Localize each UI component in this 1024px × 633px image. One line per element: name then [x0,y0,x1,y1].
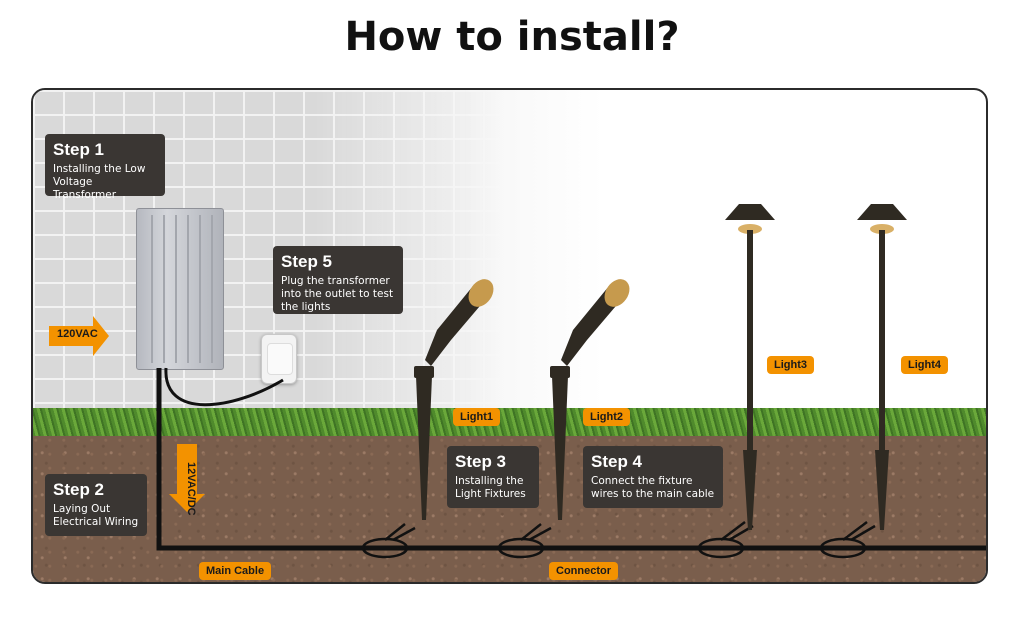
step-1-text: Installing the Low Voltage Transformer [53,163,146,201]
step-2-heading: Step 2 [53,480,105,499]
step-3-box: Step 3 Installing the Light Fixtures [447,446,539,508]
output-voltage-label: 12VAC/DC [185,462,197,516]
light1-label: Light1 [453,408,500,426]
page-title: How to install? [344,14,680,60]
step-5-text: Plug the transformer into the outlet to … [281,275,394,313]
step-1-heading: Step 1 [53,140,105,159]
wall-outlet [261,334,297,384]
main-cable-label: Main Cable [199,562,272,580]
step-4-text: Connect the fixture wires to the main ca… [591,475,715,500]
light3-label: Light3 [767,356,814,374]
connector-label: Connector [549,562,618,580]
step-4-box: Step 4 Connect the fixture wires to the … [583,446,723,508]
wiring-and-fixtures [49,204,986,559]
step-3-text: Installing the Light Fixtures [455,475,526,500]
install-scene: 120VAC 12VAC/DC Step 1 Installing the Lo… [31,88,988,584]
step-5-heading: Step 5 [281,252,333,271]
transformer-unit [136,208,224,370]
step-2-text: Laying Out Electrical Wiring [53,503,139,528]
input-voltage-label: 120VAC [57,328,98,340]
main-cable-line [156,368,986,551]
step-2-box: Step 2 Laying Out Electrical Wiring [45,474,147,536]
step-3-heading: Step 3 [455,452,507,471]
light2-label: Light2 [583,408,630,426]
step-1-box: Step 1 Installing the Low Voltage Transf… [45,134,165,201]
step-4-heading: Step 4 [591,452,643,471]
step-5-box: Step 5 Plug the transformer into the out… [273,246,403,314]
light4-label: Light4 [901,356,948,374]
